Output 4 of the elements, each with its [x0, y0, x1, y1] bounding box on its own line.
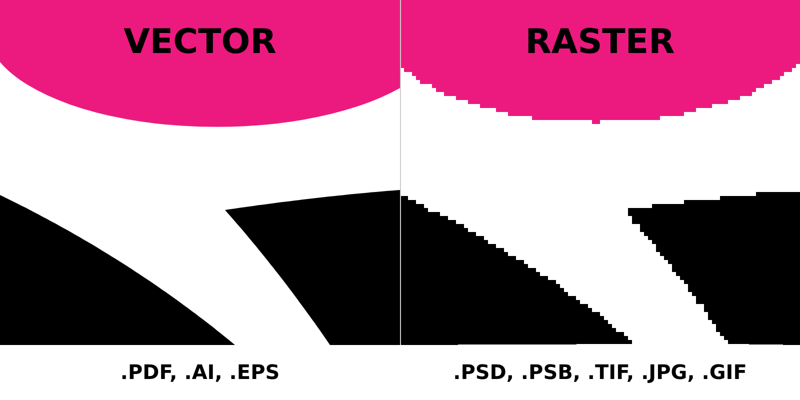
- file-format-list: .PSD, .PSB, .TIF, .JPG, .GIF: [453, 360, 747, 384]
- panel-heading: RASTER: [525, 22, 675, 62]
- panel-heading: VECTOR: [124, 22, 276, 62]
- file-format-list: .PDF, .AI, .EPS: [120, 360, 280, 384]
